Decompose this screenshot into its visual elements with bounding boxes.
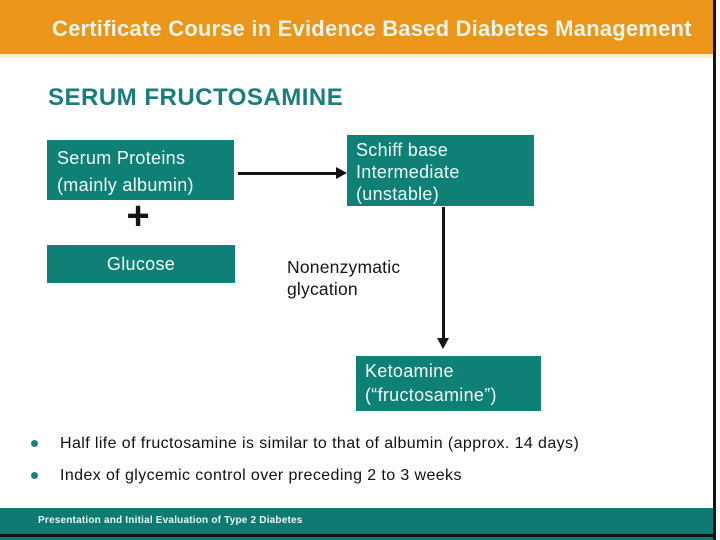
glycation-line2: glycation: [287, 279, 358, 299]
arrow-down-icon: [442, 207, 445, 339]
footer-divider: [0, 534, 713, 537]
serum-proteins-line2: (mainly albumin): [57, 175, 194, 195]
bullet-icon: [31, 472, 38, 479]
arrow-right-head-icon: [336, 167, 347, 179]
schiff-line3: (unstable): [356, 184, 440, 204]
course-title: Certificate Course in Evidence Based Dia…: [52, 16, 692, 41]
bullet-icon: [31, 440, 38, 447]
footer-bar: Presentation and Initial Evaluation of T…: [0, 508, 713, 540]
glycation-line1: Nonenzymatic: [287, 257, 401, 277]
footer-text: Presentation and Initial Evaluation of T…: [38, 515, 303, 526]
serum-proteins-line1: Serum Proteins: [57, 148, 186, 168]
serum-proteins-box: Serum Proteins (mainly albumin): [47, 140, 234, 200]
ketoamine-line1: Ketoamine: [365, 361, 454, 381]
schiff-line1: Schiff base: [356, 140, 449, 160]
arrow-right-icon: [238, 172, 337, 175]
schiff-line2: Intermediate: [356, 162, 460, 182]
glucose-box: Glucose: [47, 245, 235, 283]
page-title: SERUM FRUCTOSAMINE: [48, 84, 344, 111]
plus-icon: +: [126, 194, 150, 238]
list-item: Index of glycemic control over preceding…: [0, 465, 700, 487]
arrow-down-head-icon: [437, 338, 449, 349]
ketoamine-line2: (“fructosamine”): [365, 385, 497, 405]
schiff-base-box: Schiff base Intermediate (unstable): [347, 135, 534, 206]
list-item: Half life of fructosamine is similar to …: [0, 433, 700, 455]
header-banner: Certificate Course in Evidence Based Dia…: [0, 0, 713, 58]
bullet-text: Index of glycemic control over preceding…: [60, 467, 462, 484]
right-edge-line: [713, 0, 716, 540]
bullet-text: Half life of fructosamine is similar to …: [60, 435, 580, 452]
nonenzymatic-glycation-label: Nonenzymatic glycation: [287, 256, 400, 300]
ketoamine-box: Ketoamine (“fructosamine”): [356, 356, 541, 411]
